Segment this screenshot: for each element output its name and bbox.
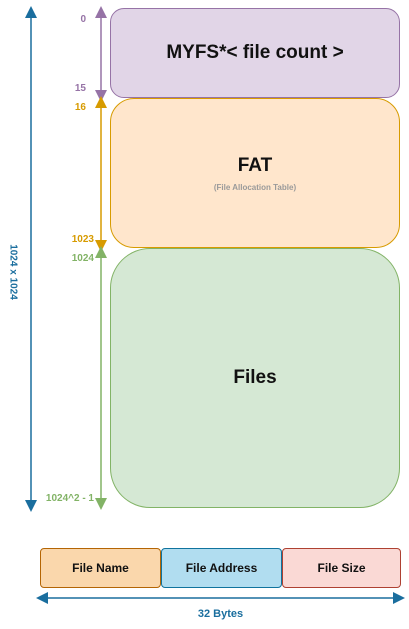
- header-start-offset: 0: [80, 14, 86, 25]
- total-size-label: 1024 x 1024: [7, 244, 19, 300]
- files-end-offset: 1024^2 - 1: [45, 493, 94, 504]
- entry-file-size-field: File Size: [282, 548, 401, 588]
- entry-width-label: 32 Bytes: [197, 608, 244, 620]
- header-block: MYFS*< file count >: [110, 8, 400, 98]
- header-end-offset: 15: [74, 83, 86, 94]
- files-block: Files: [110, 248, 400, 508]
- entry-file-address-field: File Address: [161, 548, 282, 588]
- fat-start-offset: 16: [74, 102, 86, 113]
- fat-title: FAT: [237, 154, 273, 176]
- entry-file-name-field: File Name: [40, 548, 161, 588]
- files-start-offset: 1024: [71, 253, 94, 264]
- files-title: Files: [233, 367, 277, 388]
- header-title: MYFS*< file count >: [166, 42, 344, 63]
- fat-subtitle: (File Allocation Table): [213, 182, 297, 192]
- fat-end-offset: 1023: [71, 234, 94, 245]
- fat-block: FAT (File Allocation Table): [110, 98, 400, 248]
